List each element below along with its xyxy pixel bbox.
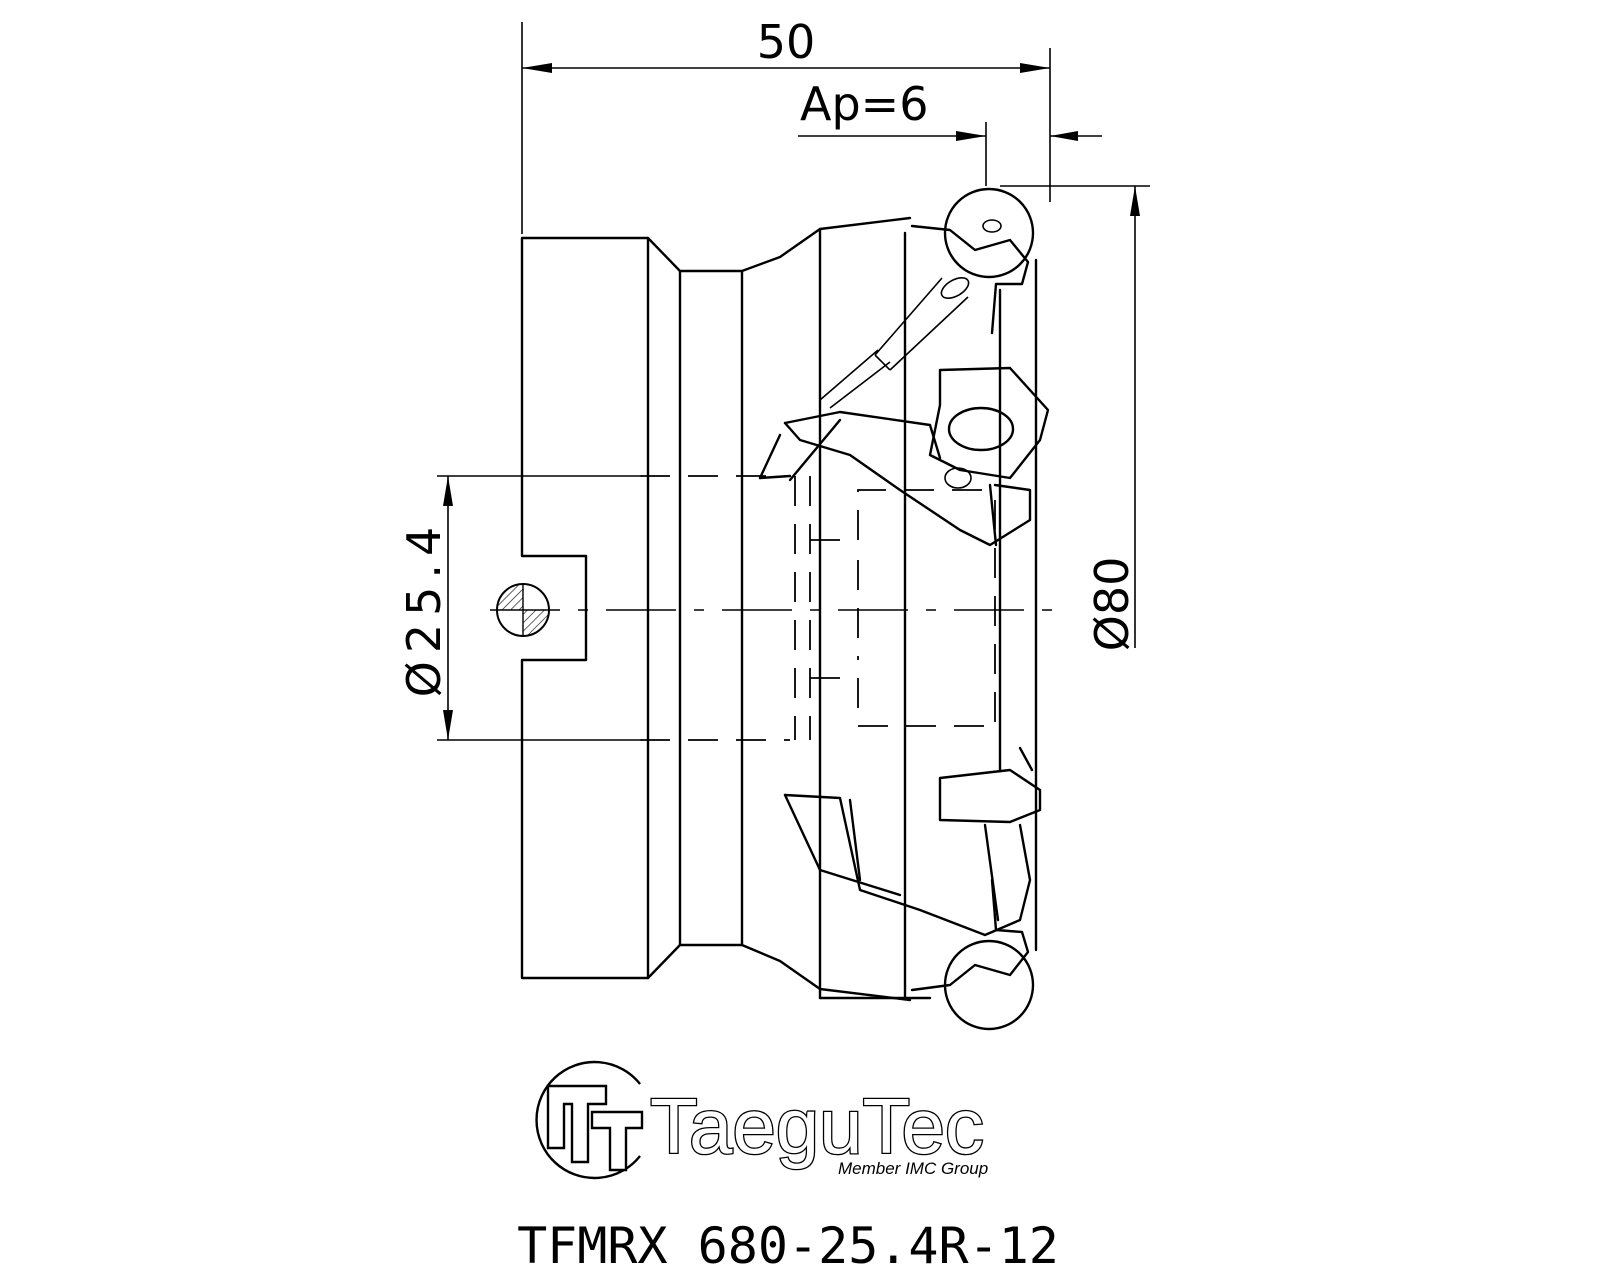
coolant-channel [819, 276, 970, 409]
cutter-body [520, 216, 1038, 1002]
insert-bottom [910, 878, 1035, 1031]
dim-outer: Ø80 [1000, 185, 1150, 652]
brand-tagline: Member IMC Group [838, 1159, 988, 1178]
insert-mid [758, 366, 1050, 547]
dim-outer-label: Ø80 [1085, 557, 1139, 652]
insert-lower [783, 746, 1042, 937]
model-code: TFMRX 680-25.4R-12 [517, 1217, 1059, 1275]
dim-ap: Ap=6 [798, 77, 1102, 186]
logo-mark-icon [535, 1060, 641, 1180]
dim-bore-label: Ø25.4 [397, 519, 451, 698]
insert-top [910, 187, 1035, 335]
brand-name: TaeguTec [650, 1082, 984, 1170]
hidden-lines [640, 475, 1000, 741]
dim-length: 50 [521, 15, 1051, 234]
dim-bore: Ø25.4 [397, 475, 640, 741]
dim-ap-label: Ap=6 [800, 77, 928, 131]
brand-logo: TaeguTec Member IMC Group [535, 1060, 988, 1180]
dim-length-label: 50 [757, 15, 816, 69]
section-symbol [496, 583, 550, 637]
